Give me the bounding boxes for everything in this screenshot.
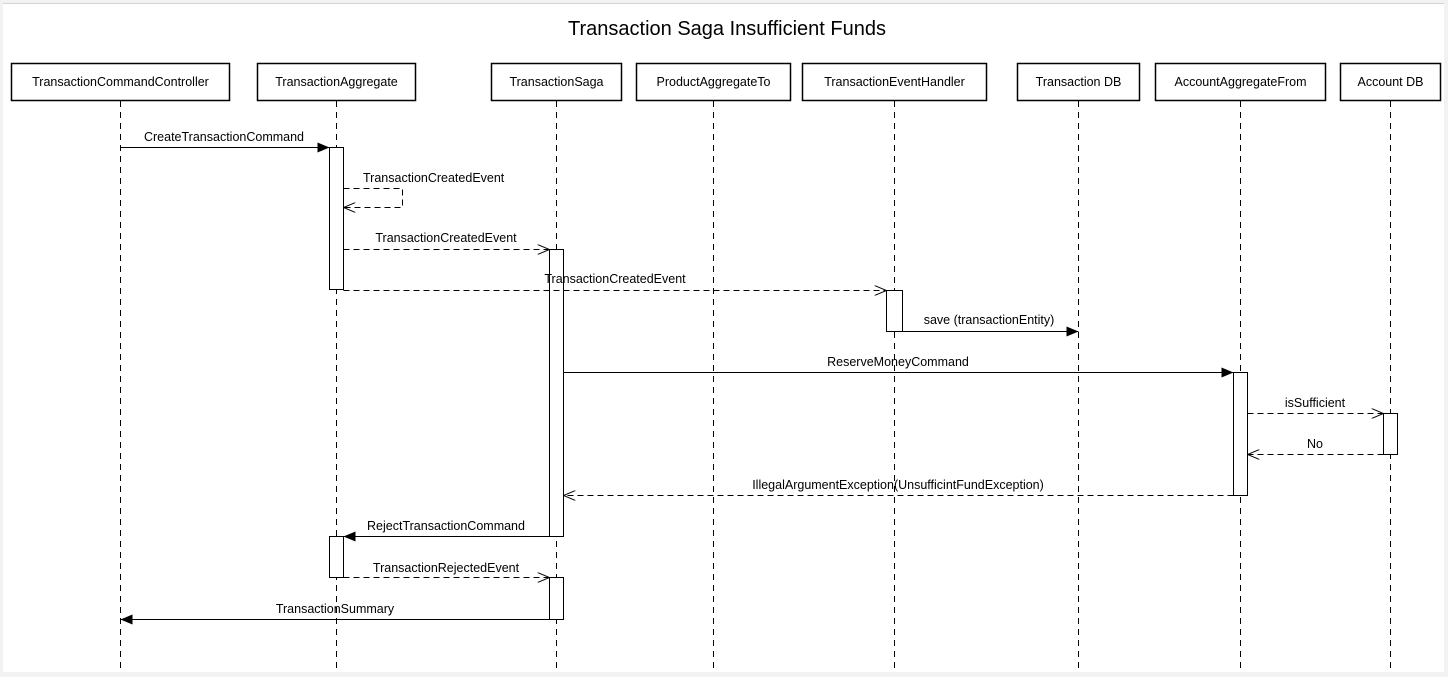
sequence-diagram: Transaction Saga Insufficient Funds Tran… [10,18,1442,672]
message-transaction-created-event-to-handler[interactable]: TransactionCreatedEvent [343,272,887,291]
message-transaction-created-event-self[interactable]: TransactionCreatedEvent [343,171,505,208]
message-label: ReserveMoneyCommand [827,355,969,369]
participant-label: TransactionCommandController [32,75,209,89]
message-label: TransactionCreatedEvent [375,231,517,245]
message-label: TransactionSummary [276,602,395,616]
message-label: isSufficient [1285,396,1346,410]
participant-label: TransactionEventHandler [824,75,965,89]
participant-label: Transaction DB [1036,75,1122,89]
activation-transaction-saga-2 [549,577,564,620]
diagram-title: Transaction Saga Insufficient Funds [568,18,886,40]
message-label: TransactionCreatedEvent [544,272,686,286]
message-transaction-rejected-event[interactable]: TransactionRejectedEvent [343,561,550,578]
participant-transaction-aggregate[interactable]: TransactionAggregate [256,62,417,102]
participant-label: Account DB [1357,75,1423,89]
message-illegal-argument-exception[interactable]: IllegalArgumentException(UnsufficintFund… [563,478,1234,496]
message-transaction-created-event-to-saga[interactable]: TransactionCreatedEvent [343,231,550,250]
diagram-canvas: Transaction Saga Insufficient Funds Tran… [3,3,1444,672]
participant-transaction-event-handler[interactable]: TransactionEventHandler [801,62,988,102]
participant-label: ProductAggregateTo [657,75,771,89]
message-label: CreateTransactionCommand [144,130,304,144]
lifelines [120,101,1391,672]
participant-product-aggregate-to[interactable]: ProductAggregateTo [635,62,792,102]
activations [329,147,1398,620]
participant-transaction-command-controller[interactable]: TransactionCommandController [10,62,231,102]
participant-account-aggregate-from[interactable]: AccountAggregateFrom [1154,62,1327,102]
activation-transaction-aggregate-1 [329,147,344,290]
message-label: TransactionRejectedEvent [373,561,520,575]
activation-account-aggregate-from [1233,372,1248,496]
message-save-transaction-entity[interactable]: save (transactionEntity) [902,313,1079,337]
message-label: save (transactionEntity) [924,313,1055,327]
message-label: RejectTransactionCommand [367,519,525,533]
message-label: IllegalArgumentException(UnsufficintFund… [752,478,1044,492]
message-create-transaction-command[interactable]: CreateTransactionCommand [120,130,330,153]
participant-label: AccountAggregateFrom [1174,75,1306,89]
message-reject-transaction-command[interactable]: RejectTransactionCommand [343,519,564,542]
message-label: No [1307,437,1323,451]
participant-transaction-saga[interactable]: TransactionSaga [490,62,623,102]
message-transaction-summary[interactable]: TransactionSummary [120,602,550,625]
participant-account-db[interactable]: Account DB [1339,62,1442,102]
activation-transaction-event-handler [886,290,903,332]
message-label: TransactionCreatedEvent [363,171,505,185]
activation-transaction-aggregate-2 [329,536,344,578]
message-is-sufficient[interactable]: isSufficient [1247,396,1384,414]
participant-label: TransactionAggregate [275,75,398,89]
participant-transaction-db[interactable]: Transaction DB [1016,62,1141,102]
participant-label: TransactionSaga [509,75,603,89]
activation-transaction-saga-1 [549,249,564,537]
activation-account-db [1383,413,1398,455]
message-no-return[interactable]: No [1247,437,1384,455]
message-reserve-money-command[interactable]: ReserveMoneyCommand [563,355,1234,378]
